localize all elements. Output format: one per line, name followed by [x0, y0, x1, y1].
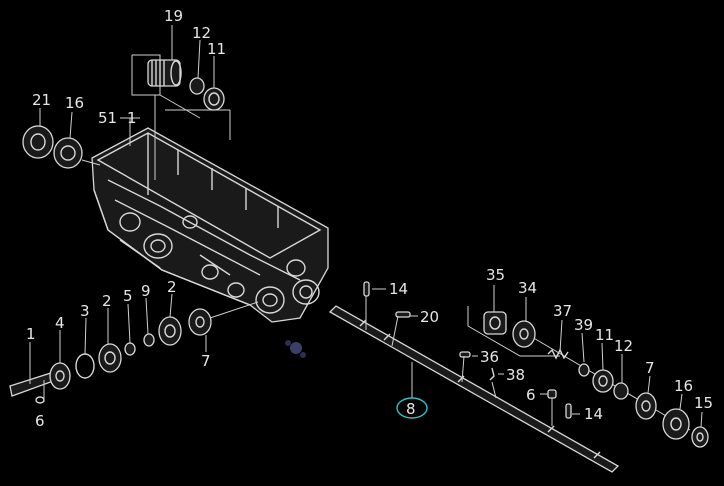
label-11-top: 11	[207, 40, 226, 58]
highlighted-part-8[interactable]: 8	[396, 397, 428, 419]
leader-lines	[29, 25, 703, 428]
label-16-left: 16	[65, 94, 84, 112]
label-36: 36	[480, 348, 499, 366]
label-14-bottom: 14	[584, 405, 603, 423]
label-6-left: 6	[35, 412, 45, 430]
pin-14-top-icon	[363, 281, 370, 297]
bearing-2-left-icon	[98, 343, 122, 373]
label-2-left: 2	[102, 292, 112, 310]
gearbox-housing	[91, 127, 329, 323]
ring-39-icon	[578, 363, 590, 377]
label-1-ref: 1	[127, 109, 137, 127]
label-12-top: 12	[192, 24, 211, 42]
snap-ring-3-icon	[75, 353, 95, 379]
label-12-right: 12	[614, 337, 633, 355]
washer-5-icon	[124, 342, 136, 356]
bearing-11-right-icon	[592, 369, 614, 393]
top-gear-cluster	[131, 54, 231, 180]
gear-7-left-icon	[188, 308, 212, 336]
label-14-top: 14	[389, 280, 408, 298]
label-37: 37	[553, 302, 572, 320]
fork-35-icon	[483, 311, 507, 335]
gear-19-icon	[147, 59, 182, 87]
label-34: 34	[518, 279, 537, 297]
gear-4-icon	[49, 362, 71, 390]
highlight-ring	[396, 397, 428, 419]
label-16-right: 16	[674, 377, 693, 395]
clip-38-icon	[489, 367, 495, 381]
label-51: 51	[98, 109, 117, 127]
label-20: 20	[420, 308, 439, 326]
label-2-mid: 2	[167, 278, 177, 296]
key-6-right-icon	[547, 389, 557, 399]
key-20-icon	[395, 311, 411, 318]
main-shaft-8	[328, 305, 620, 473]
label-35: 35	[486, 266, 505, 284]
label-38: 38	[506, 366, 525, 384]
small-pins	[363, 281, 572, 426]
label-15: 15	[694, 394, 713, 412]
label-5: 5	[123, 287, 133, 305]
part-labels: 19 12 11 21 16 51 1 14 20 36 38 6 14 35 …	[26, 7, 713, 430]
pin-36-icon	[459, 351, 471, 358]
label-7-right: 7	[645, 359, 655, 377]
left-upper-bearings	[22, 125, 101, 169]
scan-noise	[285, 340, 306, 358]
gear-7-right-icon	[635, 392, 657, 420]
label-8: 8	[406, 400, 416, 418]
spring-37-icon	[547, 348, 569, 360]
label-11-right: 11	[595, 326, 614, 344]
seal-21-icon	[22, 125, 54, 159]
label-39: 39	[574, 316, 593, 334]
right-shaft-assembly	[467, 306, 709, 448]
shaft-1-icon	[9, 371, 57, 397]
ring-12-right-icon	[613, 382, 629, 400]
washer-15-icon	[691, 426, 709, 448]
label-9: 9	[141, 282, 151, 300]
label-1-shaft: 1	[26, 325, 36, 343]
ring-12-icon	[189, 77, 205, 95]
pin-14-bottom-icon	[565, 403, 572, 419]
label-21: 21	[32, 91, 51, 109]
label-19: 19	[164, 7, 183, 25]
key-6-left-icon	[35, 396, 45, 404]
label-3: 3	[80, 302, 90, 320]
left-shaft-assembly	[9, 301, 259, 404]
label-4: 4	[55, 314, 65, 332]
seal-16-right-icon	[662, 408, 690, 440]
gear-34-icon	[512, 320, 536, 348]
label-6-right: 6	[526, 386, 536, 404]
bearing-2-mid-icon	[158, 316, 182, 346]
bearing-16-left-icon	[53, 137, 83, 169]
label-7-left: 7	[201, 352, 211, 370]
washer-9-icon	[143, 333, 155, 347]
bearing-11-icon	[203, 87, 225, 111]
